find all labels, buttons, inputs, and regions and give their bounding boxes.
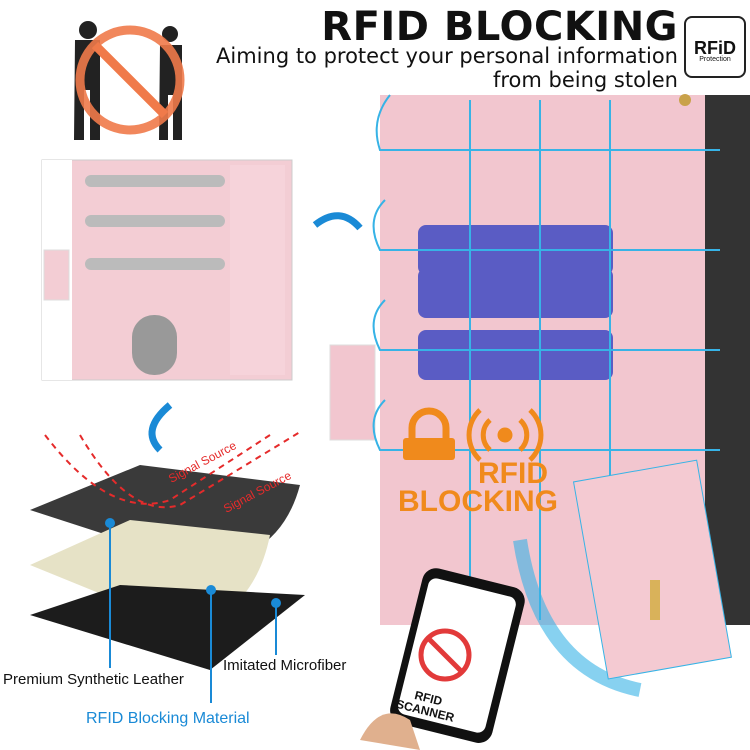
overlay-line-1: RFID	[478, 457, 548, 490]
rfid-blocking-overlay: RFID BLOCKING	[398, 457, 558, 518]
microfiber-label: Imitated Microfiber	[223, 657, 347, 674]
closed-wallet	[513, 459, 732, 697]
arrow-down-icon	[148, 402, 173, 453]
badge-subtext: Protection	[699, 56, 731, 63]
page-title: RFID BLOCKING	[321, 4, 678, 50]
subtitle-line-1: Aiming to protect your personal informat…	[216, 44, 678, 68]
phone-scanner	[360, 568, 525, 750]
signal-icon	[466, 408, 544, 462]
arrow-icon	[312, 212, 363, 231]
premium-leather-label: Premium Synthetic Leather	[3, 671, 184, 688]
badge-text: RFiD	[694, 38, 736, 58]
no-thief-icon	[74, 21, 185, 140]
blocking-material-label: RFID Blocking Material	[86, 710, 250, 727]
overlay-line-2: BLOCKING	[398, 485, 558, 518]
rfid-protection-badge: RFiD Protection	[684, 16, 746, 78]
material-layers	[30, 431, 305, 703]
subtitle-line-2: from being stolen	[492, 68, 678, 92]
no-wifi-icon	[418, 628, 472, 682]
lock-icon	[403, 407, 455, 460]
card-slot-panel	[41, 159, 293, 381]
